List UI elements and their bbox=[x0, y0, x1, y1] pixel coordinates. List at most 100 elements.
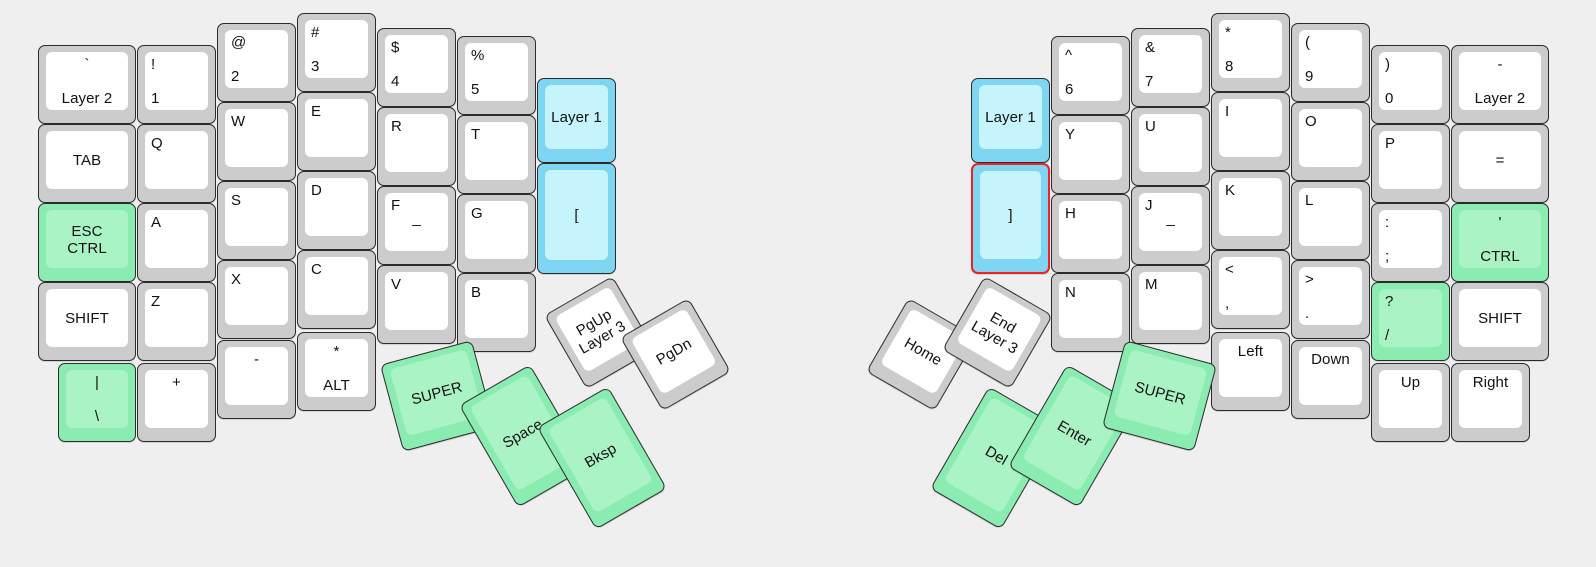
key-layer2-minus[interactable]: -Layer 2 bbox=[1451, 45, 1549, 124]
key-del-label: Del bbox=[982, 442, 1011, 469]
key-period-greater[interactable]: >. bbox=[1291, 260, 1370, 339]
key-r[interactable]: R bbox=[377, 107, 456, 186]
key-layer2-minus-cap: -Layer 2 bbox=[1459, 52, 1541, 110]
key-equals-label: = bbox=[1495, 152, 1505, 169]
key-bracket-left[interactable]: [ bbox=[537, 163, 616, 274]
key-semicolon-colon-cap: :; bbox=[1379, 210, 1442, 268]
key-z[interactable]: Z bbox=[137, 282, 216, 361]
key-down-arrow[interactable]: Down bbox=[1291, 340, 1370, 419]
key-3-hash[interactable]: #3 bbox=[297, 13, 376, 92]
key-q[interactable]: Q bbox=[137, 124, 216, 203]
key-semicolon-colon-label: ; bbox=[1385, 248, 1390, 265]
key-equals[interactable]: = bbox=[1451, 124, 1549, 203]
key-p[interactable]: P bbox=[1371, 124, 1450, 203]
key-9-paren-label: 9 bbox=[1305, 68, 1314, 85]
key-o[interactable]: O bbox=[1291, 102, 1370, 181]
key-pipe-backslash[interactable]: |\ bbox=[58, 363, 136, 442]
key-0-paren-cap: )0 bbox=[1379, 52, 1442, 110]
key-up-arrow[interactable]: Up bbox=[1371, 363, 1450, 442]
key-1-exclaim[interactable]: !1 bbox=[137, 45, 216, 124]
key-j-homing-mark: _ bbox=[1166, 210, 1175, 227]
key-w-cap: W bbox=[225, 109, 288, 167]
key-5-percent-label: 5 bbox=[471, 81, 480, 98]
key-v-label-top: V bbox=[391, 276, 402, 293]
key-b-label-top: B bbox=[471, 284, 482, 301]
key-x[interactable]: X bbox=[217, 260, 296, 339]
key-right-arrow[interactable]: Right bbox=[1451, 363, 1530, 442]
key-8-asterisk[interactable]: *8 bbox=[1211, 13, 1290, 92]
key-p-cap: P bbox=[1379, 131, 1442, 189]
key-a[interactable]: A bbox=[137, 203, 216, 282]
key-tab[interactable]: TAB bbox=[38, 124, 136, 203]
key-bksp[interactable]: Bksp bbox=[536, 386, 668, 530]
key-layer2-grave-cap: `Layer 2 bbox=[46, 52, 128, 110]
key-d-label-top: D bbox=[311, 182, 322, 199]
key-semicolon-colon[interactable]: :; bbox=[1371, 203, 1450, 282]
key-e[interactable]: E bbox=[297, 92, 376, 171]
key-layer1-right-label: Layer 1 bbox=[985, 109, 1036, 126]
key-shift-left[interactable]: SHIFT bbox=[38, 282, 136, 361]
key-w[interactable]: W bbox=[217, 102, 296, 181]
key-u[interactable]: U bbox=[1131, 107, 1210, 186]
key-k-cap: K bbox=[1219, 178, 1282, 236]
key-k[interactable]: K bbox=[1211, 171, 1290, 250]
key-slash-question[interactable]: ?/ bbox=[1371, 282, 1450, 361]
key-pgdn[interactable]: PgDn bbox=[620, 297, 731, 412]
key-4-dollar-label-top: $ bbox=[391, 39, 400, 56]
key-g[interactable]: G bbox=[457, 194, 536, 273]
key-bracket-right[interactable]: ] bbox=[971, 163, 1050, 274]
key-i-label-top: I bbox=[1225, 103, 1230, 120]
key-y[interactable]: Y bbox=[1051, 115, 1130, 194]
key-4-dollar[interactable]: $4 bbox=[377, 28, 456, 107]
key-left-arrow[interactable]: Left bbox=[1211, 332, 1290, 411]
key-7-ampersand[interactable]: &7 bbox=[1131, 28, 1210, 107]
key-6-caret[interactable]: ^6 bbox=[1051, 36, 1130, 115]
key-i[interactable]: I bbox=[1211, 92, 1290, 171]
key-2-at[interactable]: @2 bbox=[217, 23, 296, 102]
key-n[interactable]: N bbox=[1051, 273, 1130, 352]
key-f[interactable]: F_ bbox=[377, 186, 456, 265]
key-minus-left[interactable]: - bbox=[217, 340, 296, 419]
key-h[interactable]: H bbox=[1051, 194, 1130, 273]
key-k-label-top: K bbox=[1225, 182, 1236, 199]
key-minus-left-cap: - bbox=[225, 347, 288, 405]
key-5-percent[interactable]: %5 bbox=[457, 36, 536, 115]
key-d[interactable]: D bbox=[297, 171, 376, 250]
key-l-label-top: L bbox=[1305, 192, 1314, 209]
key-ctrl-quote[interactable]: 'CTRL bbox=[1451, 203, 1549, 282]
key-2-at-cap: @2 bbox=[225, 30, 288, 88]
key-period-greater-label-top: > bbox=[1305, 271, 1314, 288]
key-period-greater-label: . bbox=[1305, 305, 1310, 322]
key-x-label-top: X bbox=[231, 271, 242, 288]
key-alt-asterisk[interactable]: *ALT bbox=[297, 332, 376, 411]
key-t[interactable]: T bbox=[457, 115, 536, 194]
key-l[interactable]: L bbox=[1291, 181, 1370, 260]
key-c[interactable]: C bbox=[297, 250, 376, 329]
key-layer2-grave[interactable]: `Layer 2 bbox=[38, 45, 136, 124]
key-f-homing-mark: _ bbox=[412, 210, 421, 227]
key-0-paren[interactable]: )0 bbox=[1371, 45, 1450, 124]
key-f-cap: F_ bbox=[385, 193, 448, 251]
key-8-asterisk-cap: *8 bbox=[1219, 20, 1282, 78]
key-layer1-right[interactable]: Layer 1 bbox=[971, 78, 1050, 163]
key-j[interactable]: J_ bbox=[1131, 186, 1210, 265]
key-comma-less[interactable]: <, bbox=[1211, 250, 1290, 329]
key-m[interactable]: M bbox=[1131, 265, 1210, 344]
key-layer1-left[interactable]: Layer 1 bbox=[537, 78, 616, 163]
key-l-cap: L bbox=[1299, 188, 1362, 246]
key-1-exclaim-label-top: ! bbox=[151, 56, 156, 73]
key-9-paren[interactable]: (9 bbox=[1291, 23, 1370, 102]
key-3-hash-label: 3 bbox=[311, 58, 320, 75]
key-b[interactable]: B bbox=[457, 273, 536, 352]
key-pipe-backslash-label-top: | bbox=[95, 374, 99, 391]
key-s[interactable]: S bbox=[217, 181, 296, 260]
key-8-asterisk-label: 8 bbox=[1225, 58, 1234, 75]
key-9-paren-label-top: ( bbox=[1305, 34, 1311, 51]
key-v[interactable]: V bbox=[377, 265, 456, 344]
key-shift-right[interactable]: SHIFT bbox=[1451, 282, 1549, 361]
key-plus[interactable]: + bbox=[137, 363, 216, 442]
